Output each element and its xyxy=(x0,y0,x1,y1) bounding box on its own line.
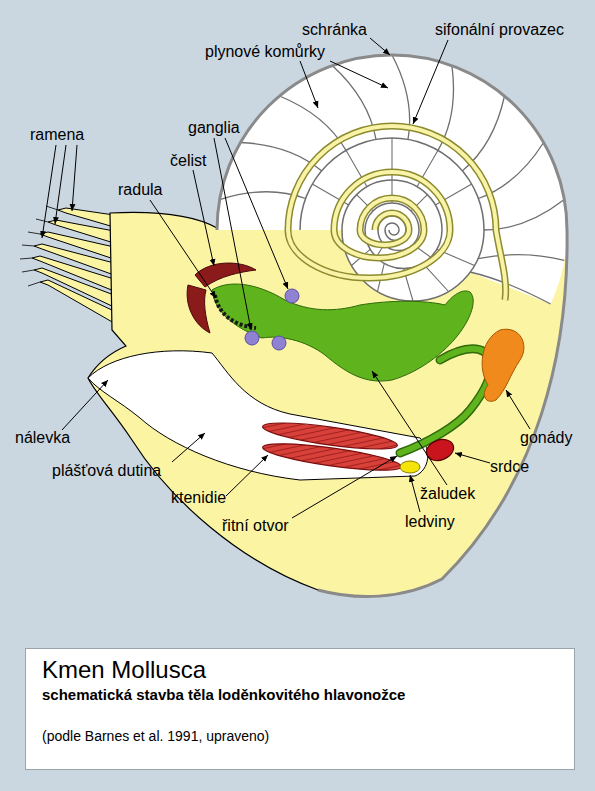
part-label: nálevka xyxy=(15,428,70,447)
leader-line xyxy=(370,38,390,55)
leader-line xyxy=(506,390,530,429)
part-label: gonády xyxy=(520,428,573,447)
part-label: řitní otvor xyxy=(222,516,289,535)
leader-line xyxy=(300,61,318,108)
leader-line xyxy=(42,145,56,238)
caption-box: Kmen Molluscaschematická stavba těla lod… xyxy=(25,648,575,770)
part-label: radula xyxy=(118,180,162,199)
leader-line xyxy=(226,455,268,496)
lower-jaw xyxy=(187,285,210,333)
ganglion xyxy=(285,289,299,303)
caption-heading: Kmen Mollusca xyxy=(42,655,558,685)
leader-line xyxy=(172,433,205,462)
leader-line xyxy=(214,138,251,330)
part-label: ramena xyxy=(30,125,84,144)
caption-source: (podle Barnes et al. 1991, upraveno) xyxy=(42,727,558,745)
leader-line xyxy=(455,453,490,463)
part-label: ktenidie xyxy=(171,488,226,507)
intestine-outline xyxy=(400,349,491,453)
leader-line xyxy=(62,380,108,430)
leader-line xyxy=(410,475,420,512)
part-label: čelist xyxy=(170,151,206,170)
kidney xyxy=(400,461,420,473)
leader-lines xyxy=(42,38,530,518)
caption-subtitle: schematická stavba těla loděnkovitého hl… xyxy=(42,685,558,705)
upper-jaw xyxy=(195,263,256,287)
intestine xyxy=(400,349,491,453)
digestive-tract xyxy=(212,284,473,381)
heart xyxy=(423,436,456,464)
chamber-ring xyxy=(217,55,567,304)
leader-line xyxy=(55,145,66,224)
leader-line xyxy=(292,456,397,518)
leader-line xyxy=(413,40,448,124)
cirri xyxy=(20,206,58,286)
leader-line xyxy=(225,138,288,289)
leader-line xyxy=(330,61,388,88)
cirrus-lines xyxy=(20,206,58,286)
septa xyxy=(220,55,565,304)
part-label: ledviny xyxy=(405,512,455,531)
part-label: schránka xyxy=(302,20,367,39)
part-label: ganglia xyxy=(188,118,240,137)
ganglion xyxy=(245,331,259,345)
part-label: plášťová dutina xyxy=(52,461,161,480)
part-label: žaludek xyxy=(420,484,475,503)
siphuncle-outline xyxy=(288,126,506,300)
arm xyxy=(40,280,114,323)
leader-line xyxy=(193,170,214,266)
part-label: plynové komůrky xyxy=(205,42,325,61)
leader-line xyxy=(150,200,216,298)
gonads xyxy=(482,329,524,401)
siphuncle xyxy=(288,126,506,300)
ctenidium xyxy=(261,438,402,475)
part-label: srdce xyxy=(490,457,529,476)
arm xyxy=(34,268,114,307)
leader-line xyxy=(372,371,447,485)
ganglion xyxy=(272,336,286,350)
part-label: sifonální provazec xyxy=(435,20,564,39)
leader-line xyxy=(72,145,77,211)
